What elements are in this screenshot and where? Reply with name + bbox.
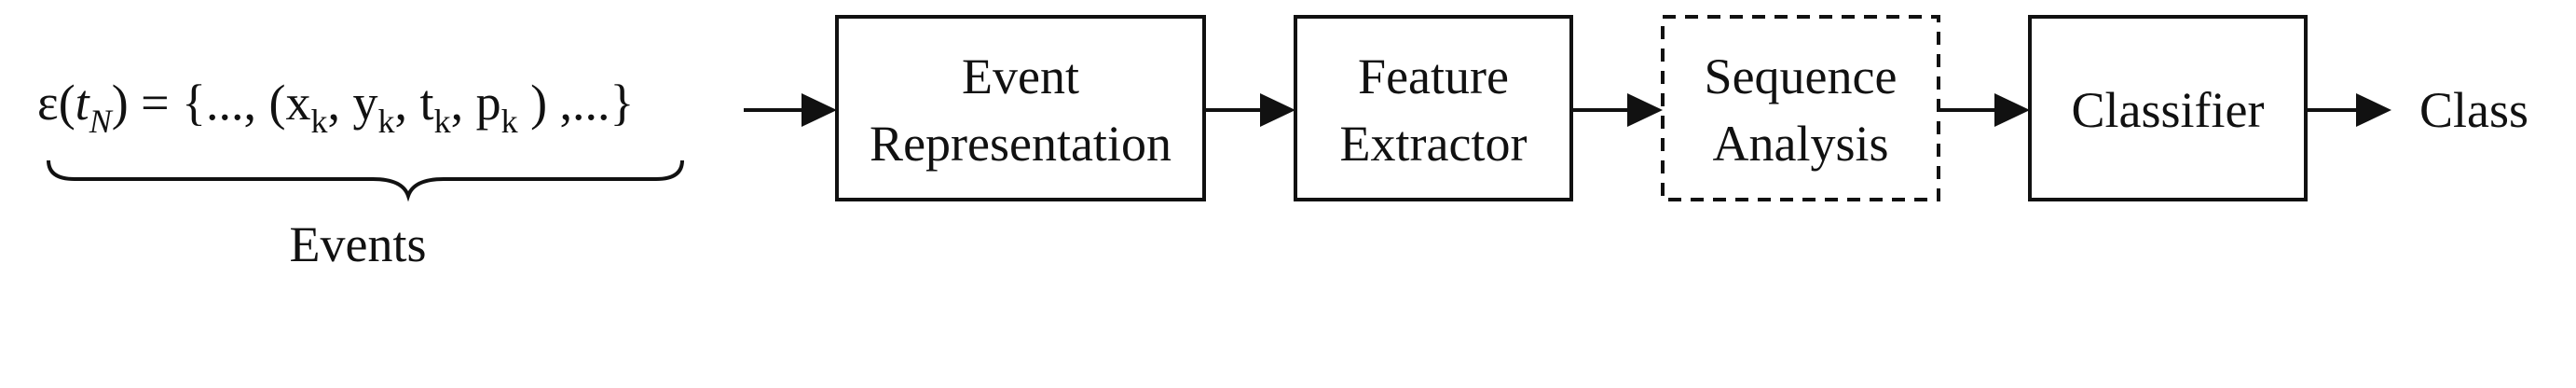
class-output-label: Class [2419,82,2528,138]
svg-text:Classifier: Classifier [2072,82,2265,138]
event-stream-formula: ε(tN) = {..., (xk, yk, tk, pk ) ,...} [37,75,634,140]
classifier-block: Classifier [2028,15,2308,201]
arrow-extractor-to-sequence [1571,93,1663,127]
svg-text:Representation: Representation [870,116,1172,172]
arrow-classifier-to-class [2306,93,2391,127]
svg-text:Extractor: Extractor [1340,116,1528,172]
svg-text:Event: Event [962,48,1079,104]
feature-extractor-block: Feature Extractor [1294,15,1573,201]
events-brace [47,159,684,202]
svg-text:Sequence: Sequence [1705,48,1898,104]
sequence-analysis-block: Sequence Analysis [1661,15,1940,201]
event-representation-block: Event Representation [835,15,1206,201]
arrow-representation-to-extractor [1204,93,1295,127]
svg-text:Analysis: Analysis [1713,116,1889,172]
events-label: Events [290,216,427,272]
arrow-sequence-to-classifier [1939,93,2030,127]
arrow-formula-to-representation [744,93,837,127]
svg-text:Feature: Feature [1358,48,1509,104]
